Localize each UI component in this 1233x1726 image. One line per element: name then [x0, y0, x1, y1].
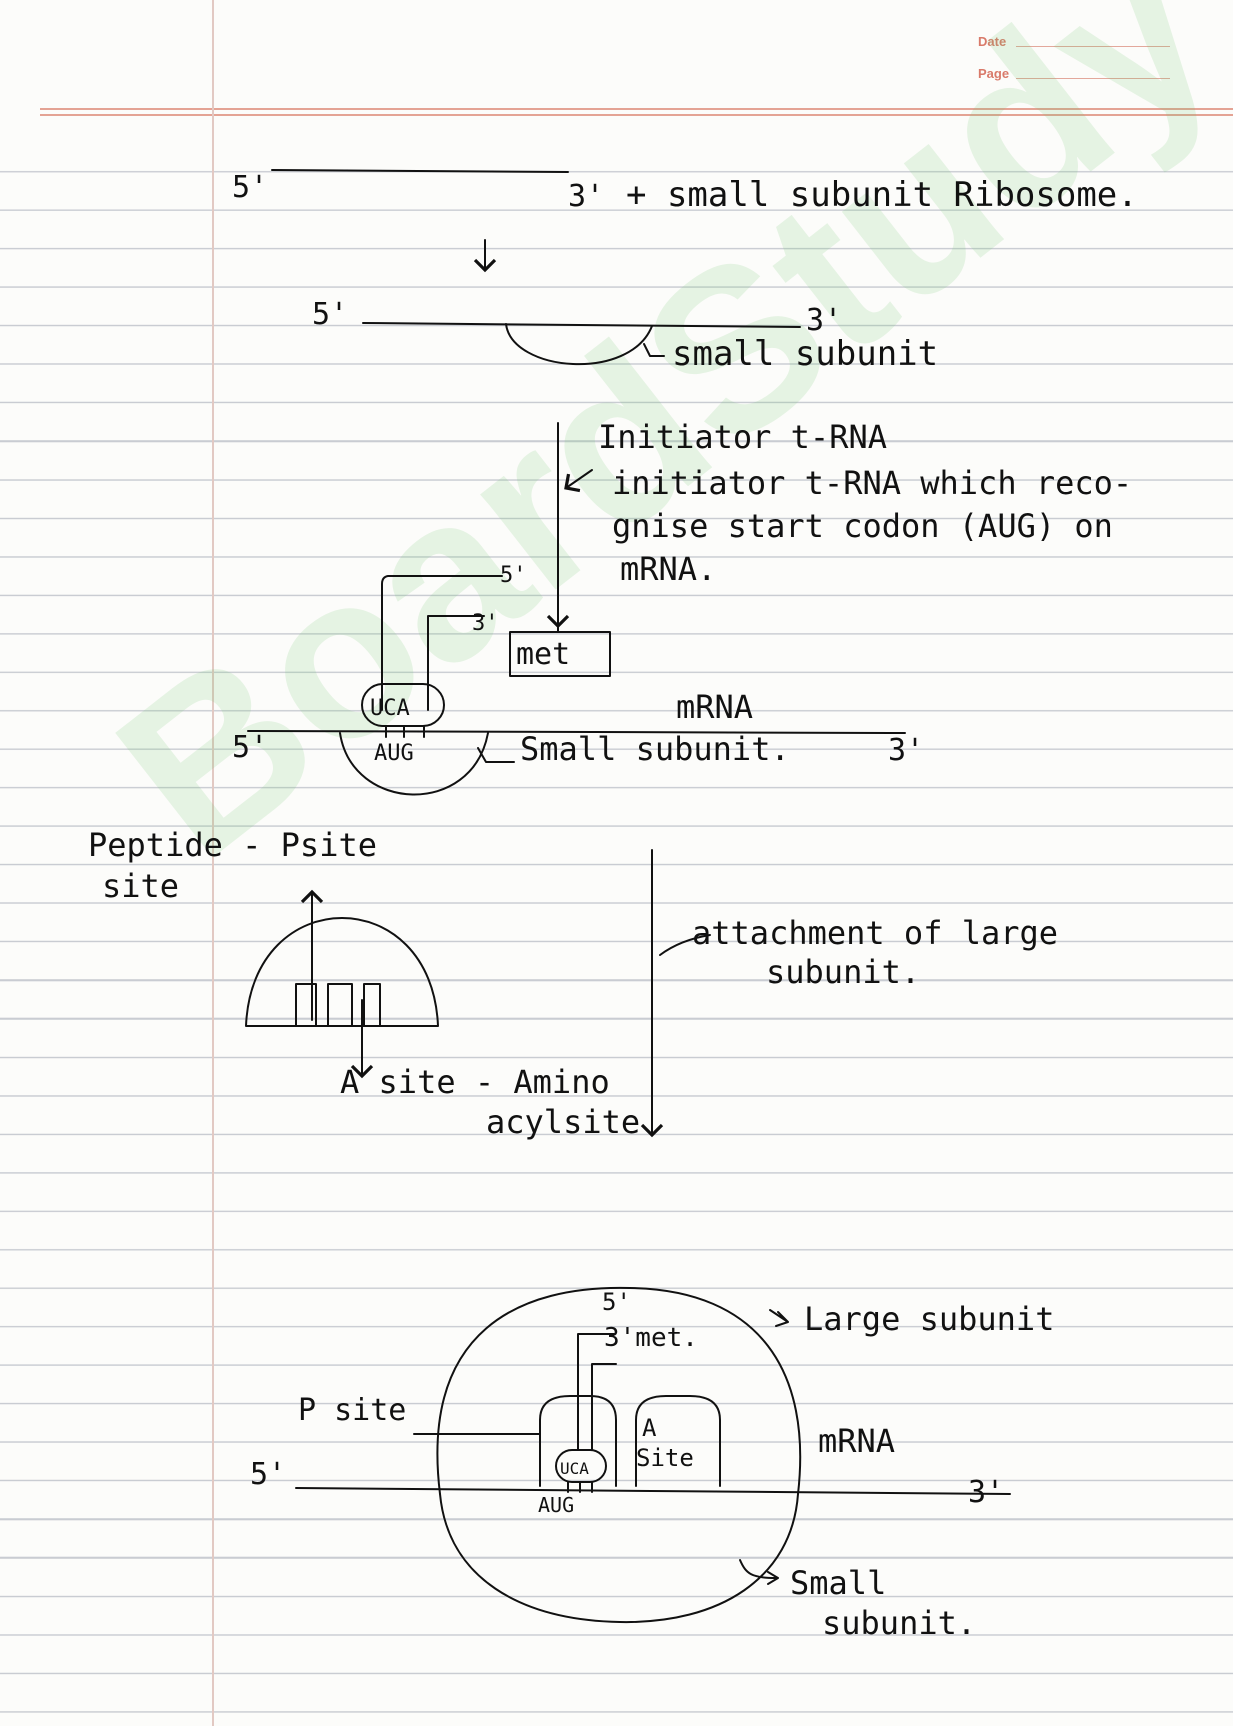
- attachment-label-2: subunit.: [766, 953, 920, 991]
- small-subunit-2-pointer: [643, 343, 665, 357]
- a-site-label-1: A site - Amino: [340, 1063, 610, 1101]
- top-margin-line-2: [40, 114, 1233, 116]
- p-site-pocket: [539, 1395, 617, 1487]
- three-prime-5: 3': [968, 1475, 1004, 1510]
- large-subunit-5: [436, 1286, 802, 1495]
- peptide-site-label: Peptide - Psite: [88, 826, 377, 864]
- top-margin-line: [40, 108, 1233, 110]
- mrna-strand-3: [247, 730, 906, 734]
- trna-arm-5: [381, 575, 503, 711]
- met-label-5: 3'met.: [604, 1323, 698, 1353]
- uca-label-3: UCA: [370, 696, 410, 721]
- three-prime-3: 3': [888, 733, 924, 768]
- initiator-trna-label: Initiator t-RNA: [598, 418, 887, 456]
- aug-label-3: AUG: [374, 741, 414, 766]
- page-line: [1016, 78, 1170, 79]
- a-site-label-2: acylsite: [486, 1103, 640, 1141]
- mrna-label-5: mRNA: [818, 1422, 895, 1460]
- peptide-site-label-2: site: [102, 867, 179, 905]
- small-subunit-3-pointer: [477, 747, 515, 763]
- date-label: Date: [978, 34, 1007, 49]
- page-header: Date Page: [0, 0, 1233, 108]
- attachment-label-1: attachment of large: [692, 914, 1058, 952]
- mrna-label-3: mRNA: [676, 688, 753, 726]
- small-subunit-2: [505, 323, 653, 365]
- page-label: Page: [978, 66, 1010, 81]
- small-subunit-label-2: small subunit: [672, 334, 938, 374]
- met-box: [509, 631, 611, 677]
- three-prime-trna-3: 3': [472, 611, 499, 636]
- mrna-strand-1: [271, 169, 569, 173]
- large-subunit-4: [245, 917, 439, 1027]
- mrna-strand-2: [362, 322, 801, 328]
- five-prime-trna-5: 5': [602, 1288, 631, 1316]
- initiator-pointer: [564, 469, 593, 493]
- uca-label-5: UCA: [560, 1459, 589, 1478]
- large-subunit-pointer: [769, 1309, 789, 1327]
- attachment-pointer: [659, 934, 711, 956]
- five-prime-5: 5': [250, 1457, 286, 1492]
- met-label-3: met: [516, 637, 570, 672]
- large-subunit-sites: [295, 983, 381, 1027]
- small-subunit-5: [439, 1493, 799, 1624]
- small-subunit-label-5-1: Small: [790, 1564, 886, 1602]
- initiator-desc-line2: gnise start codon (AUG) on: [612, 507, 1113, 545]
- trna-5-arm-5: [577, 1333, 615, 1451]
- a-site-pocket: [635, 1395, 721, 1487]
- five-prime-1: 5': [232, 170, 268, 205]
- large-subunit-label: Large subunit: [804, 1300, 1054, 1338]
- left-margin-line: [212, 0, 214, 1726]
- trna-5-arm-3: [591, 1363, 617, 1451]
- small-subunit-label-5-2: subunit.: [822, 1604, 976, 1642]
- initiator-desc-line1: initiator t-RNA which reco-: [612, 464, 1132, 502]
- a-site-label-5: Site: [636, 1444, 694, 1472]
- five-prime-trna-3: 5': [500, 563, 527, 588]
- small-subunit-label-3: Small subunit.: [520, 730, 790, 768]
- five-prime-2: 5': [312, 297, 348, 332]
- small-subunit-ribosome-label: + small subunit Ribosome.: [626, 175, 1138, 215]
- small-subunit-3: [339, 732, 489, 796]
- small-subunit-pointer: [739, 1559, 779, 1585]
- trna-arm-3: [427, 615, 485, 711]
- initiator-desc-line3: mRNA.: [620, 550, 716, 588]
- p-site-label: P site: [298, 1393, 406, 1428]
- date-line: [1016, 46, 1170, 47]
- mrna-strand-5: [295, 1487, 1011, 1495]
- five-prime-3: 5': [232, 730, 268, 765]
- three-prime-1: 3': [568, 179, 604, 214]
- a-label-5: A: [642, 1414, 657, 1442]
- aug-label-5: AUG: [538, 1493, 574, 1517]
- three-prime-2: 3': [806, 303, 842, 338]
